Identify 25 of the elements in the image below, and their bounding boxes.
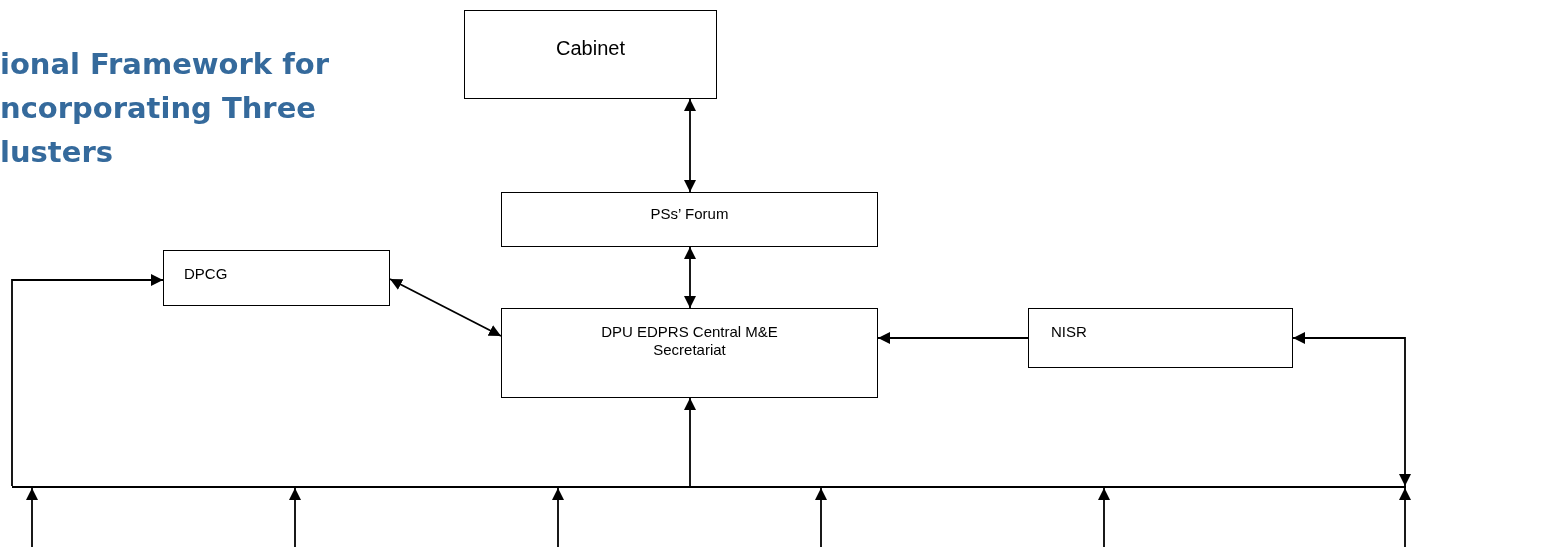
title: ional Framework for ncorporating Three lusters xyxy=(0,46,331,171)
arrow xyxy=(26,487,38,547)
org-box xyxy=(501,192,878,247)
box-label: NISR xyxy=(1051,323,1087,341)
box-label: DPU EDPRS Central M&E Secretariat xyxy=(600,323,779,359)
arrow xyxy=(684,246,696,309)
box-label: DPCG xyxy=(184,265,228,283)
arrow xyxy=(1399,487,1411,547)
arrow xyxy=(684,98,696,193)
arrow xyxy=(389,278,502,337)
bus-line xyxy=(12,486,1406,488)
org-box xyxy=(163,250,390,306)
arrow xyxy=(1292,332,1411,487)
arrow xyxy=(684,397,696,487)
box-label: PSs’ Forum xyxy=(650,205,729,223)
org-box xyxy=(1028,308,1293,368)
arrow xyxy=(815,487,827,547)
arrow xyxy=(877,332,1029,344)
org-box xyxy=(501,308,878,398)
arrow xyxy=(289,487,301,547)
arrow xyxy=(11,274,164,487)
arrow xyxy=(552,487,564,547)
arrow xyxy=(1098,487,1110,547)
box-label: Cabinet xyxy=(556,36,625,60)
org-box xyxy=(464,10,717,99)
